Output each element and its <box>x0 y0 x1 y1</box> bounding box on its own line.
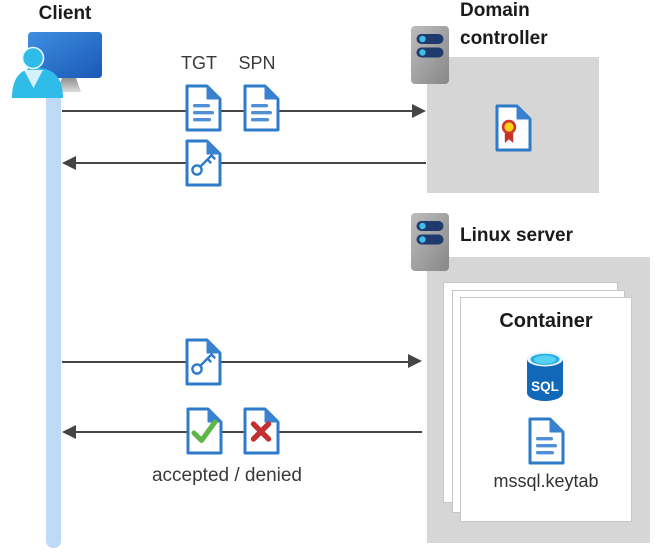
arrow-ticket-to-server <box>62 361 410 363</box>
container-card-front <box>460 297 632 522</box>
arrow-request-tgt-spn <box>62 110 414 112</box>
container-label: Container <box>499 310 593 332</box>
domain-controller-label: Domain controller <box>460 0 548 49</box>
arrowhead-right-icon <box>408 354 422 368</box>
arrow-ticket-response <box>74 162 426 164</box>
accepted-document-icon <box>186 407 223 455</box>
keytab-file-label: mssql.keytab <box>493 471 599 491</box>
tgt-ticket-icon <box>185 84 222 132</box>
accepted-denied-label: accepted / denied <box>151 465 302 486</box>
arrowhead-right-icon <box>412 104 426 118</box>
key-ticket-icon <box>185 338 222 386</box>
client-lifeline <box>46 86 61 548</box>
client-label: Client <box>38 3 92 24</box>
spn-label: SPN <box>238 53 276 73</box>
client-workstation-icon <box>12 32 102 98</box>
spn-ticket-icon <box>243 84 280 132</box>
sql-icon-label: SQL <box>531 379 559 394</box>
arrowhead-left-icon <box>62 425 76 439</box>
certificate-icon <box>495 104 532 152</box>
keytab-file-icon <box>528 417 565 465</box>
key-ticket-icon <box>185 139 222 187</box>
linux-server-label: Linux server <box>460 225 573 246</box>
server-icon <box>411 26 449 84</box>
sql-database-icon: SQL <box>527 351 563 401</box>
arrowhead-left-icon <box>62 156 76 170</box>
denied-document-icon <box>243 407 280 455</box>
server-icon <box>411 213 449 271</box>
tgt-label: TGT <box>181 53 217 73</box>
